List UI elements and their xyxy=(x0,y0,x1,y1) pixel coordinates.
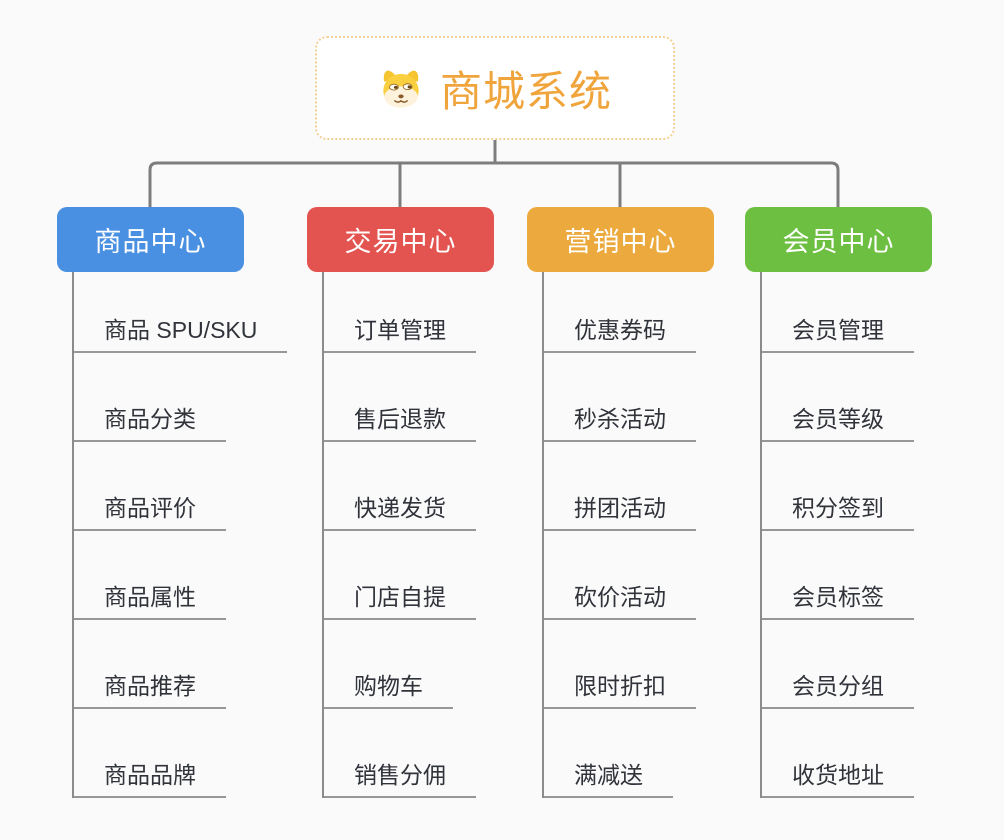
tree-item: 砍价活动 xyxy=(544,531,714,620)
tree-item: 满减送 xyxy=(544,709,714,798)
tree-item: 快递发货 xyxy=(324,442,494,531)
tree-item: 商品 SPU/SKU xyxy=(74,272,288,353)
item-label[interactable]: 商品评价 xyxy=(74,489,226,531)
item-label[interactable]: 会员标签 xyxy=(762,578,914,620)
tree-item: 门店自提 xyxy=(324,531,494,620)
item-label[interactable]: 商品推荐 xyxy=(74,667,226,709)
item-label[interactable]: 会员管理 xyxy=(762,311,914,353)
branch-header-member-center[interactable]: 会员中心 xyxy=(745,207,932,272)
branch-header-trade-center[interactable]: 交易中心 xyxy=(307,207,494,272)
item-label[interactable]: 商品品牌 xyxy=(74,756,226,798)
tree-item: 商品评价 xyxy=(74,442,244,531)
item-label[interactable]: 商品属性 xyxy=(74,578,226,620)
item-label[interactable]: 满减送 xyxy=(544,756,673,798)
item-label[interactable]: 限时折扣 xyxy=(544,667,696,709)
tree-item: 积分签到 xyxy=(762,442,932,531)
tree-item: 商品品牌 xyxy=(74,709,244,798)
root-title: 商城系统 xyxy=(439,67,612,115)
item-label[interactable]: 购物车 xyxy=(324,667,453,709)
item-label[interactable]: 快递发货 xyxy=(324,489,476,531)
branch-rail-line xyxy=(148,161,840,207)
tree-item: 拼团活动 xyxy=(544,442,714,531)
branch-header-product-center[interactable]: 商品中心 xyxy=(57,207,244,272)
tree-item: 会员等级 xyxy=(762,353,932,442)
branch-items-product-center: 商品 SPU/SKU 商品分类 商品评价 商品属性 商品推荐 商品品牌 xyxy=(72,272,288,798)
tree-item: 购物车 xyxy=(324,620,494,709)
tree-item: 订单管理 xyxy=(324,272,494,353)
tree-item: 会员管理 xyxy=(762,272,932,353)
item-label[interactable]: 商品 SPU/SKU xyxy=(74,311,288,353)
branch-items-marketing-center: 优惠券码 秒杀活动 拼团活动 砍价活动 限时折扣 满减送 xyxy=(542,272,714,798)
item-label[interactable]: 会员等级 xyxy=(762,400,914,442)
branch-product-center: 商品中心 商品 SPU/SKU 商品分类 商品评价 商品属性 商品推荐 商品品牌 xyxy=(57,207,288,798)
item-label[interactable]: 优惠券码 xyxy=(544,311,696,353)
item-label[interactable]: 砍价活动 xyxy=(544,578,696,620)
item-label[interactable]: 积分签到 xyxy=(762,489,914,531)
branch-marketing-center: 营销中心 优惠券码 秒杀活动 拼团活动 砍价活动 限时折扣 满减送 xyxy=(527,207,714,798)
branch-member-center: 会员中心 会员管理 会员等级 积分签到 会员标签 会员分组 收货地址 xyxy=(745,207,932,798)
tree-item: 秒杀活动 xyxy=(544,353,714,442)
tree-item: 商品属性 xyxy=(74,531,244,620)
item-label[interactable]: 销售分佣 xyxy=(324,756,476,798)
item-label[interactable]: 商品分类 xyxy=(74,400,226,442)
branch-header-marketing-center[interactable]: 营销中心 xyxy=(527,207,714,272)
tree-item: 优惠券码 xyxy=(544,272,714,353)
tree-item: 销售分佣 xyxy=(324,709,494,798)
item-label[interactable]: 会员分组 xyxy=(762,667,914,709)
branch-items-member-center: 会员管理 会员等级 积分签到 会员标签 会员分组 收货地址 xyxy=(760,272,932,798)
tree-item: 商品分类 xyxy=(74,353,244,442)
item-label[interactable]: 拼团活动 xyxy=(544,489,696,531)
item-label[interactable]: 秒杀活动 xyxy=(544,400,696,442)
tree-item: 商品推荐 xyxy=(74,620,244,709)
item-label[interactable]: 订单管理 xyxy=(324,311,476,353)
tree-item: 收货地址 xyxy=(762,709,932,798)
tree-item: 限时折扣 xyxy=(544,620,714,709)
connector-group xyxy=(148,140,840,207)
item-label[interactable]: 收货地址 xyxy=(762,756,914,798)
root-node[interactable]: 商城系统 xyxy=(315,36,675,140)
branch-trade-center: 交易中心 订单管理 售后退款 快递发货 门店自提 购物车 销售分佣 xyxy=(307,207,494,798)
tree-item: 售后退款 xyxy=(324,353,494,442)
doge-icon xyxy=(383,70,419,108)
tree-item: 会员分组 xyxy=(762,620,932,709)
branch-items-trade-center: 订单管理 售后退款 快递发货 门店自提 购物车 销售分佣 xyxy=(322,272,494,798)
item-label[interactable]: 售后退款 xyxy=(324,400,476,442)
item-label[interactable]: 门店自提 xyxy=(324,578,476,620)
tree-item: 会员标签 xyxy=(762,531,932,620)
